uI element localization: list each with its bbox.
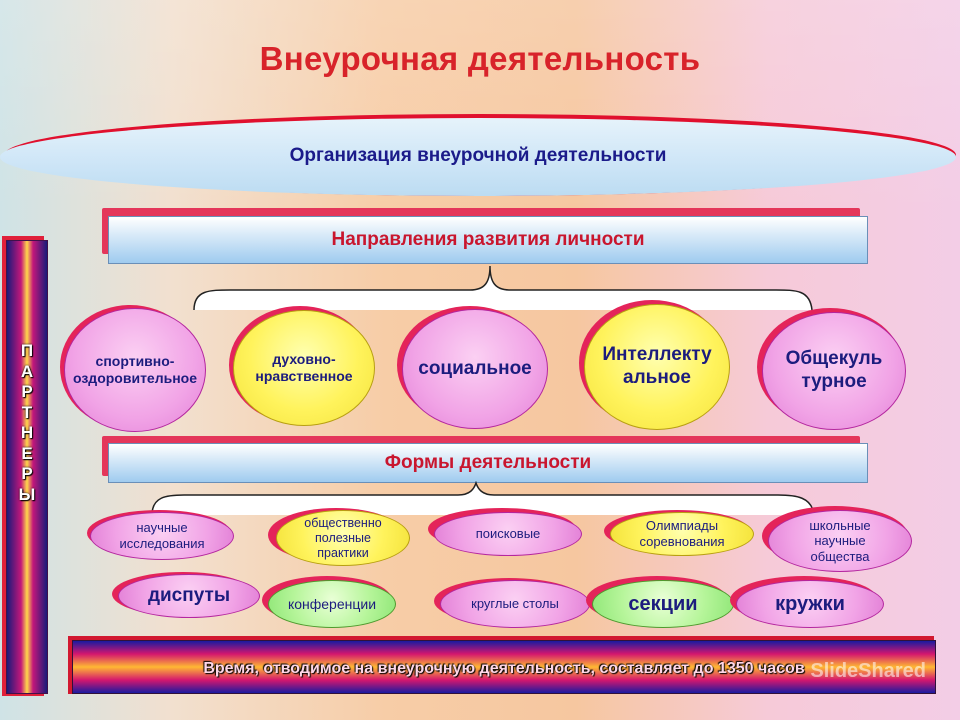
organization-ellipse: Организация внеурочной деятельности [0,118,956,196]
form-olympiads: Олимпиады соревнования [610,512,754,556]
partners-label: П А Р Т Н Е Р Ы [7,341,47,505]
watermark: SlideShared [810,660,926,682]
direction-label: спортивно-оздоровительное [72,353,198,386]
form-research: научные исследования [90,512,234,560]
time-note: Время, отводимое на внеурочную деятельно… [203,659,805,677]
slide-title: Внеурочная деятельность [259,40,701,77]
form-school-societies: школьные научные общества [768,510,912,572]
directions-header-label: Направления развития личности [331,229,645,250]
form-label: диспуты [147,584,231,606]
forms-header-label: Формы деятельности [384,452,592,473]
direction-label: Интеллекту альное [602,344,712,388]
direction-sport-health: спортивно-оздоровительное [64,308,206,432]
partners-letter: Т [21,402,33,422]
form-clubs: кружки [736,580,884,628]
organization-label: Организация внеурочной деятельности [289,145,667,166]
direction-social: социальное [402,309,548,429]
forms-brace [151,481,815,516]
partners-letter: Ы [18,484,36,504]
partners-bar: П А Р Т Н Е Р Ы [6,240,48,694]
form-round-tables: круглые столы [440,580,590,628]
form-debates: диспуты [118,574,260,618]
partners-letter: Р [21,382,33,401]
form-search: поисковые [434,512,582,556]
directions-brace [193,265,813,311]
form-label: конференции [287,595,377,612]
direction-spiritual-moral: духовно-нравственное [233,310,375,426]
direction-label: духовно-нравственное [255,351,353,384]
form-label: школьные научные общества [809,517,871,564]
direction-intellectual: Интеллекту альное [584,304,730,430]
forms-header: Формы деятельности [108,443,868,483]
form-label: научные исследования [119,520,205,551]
form-conferences: конференции [268,580,396,628]
form-label: Олимпиады соревнования [639,518,725,549]
partners-letter: Н [20,423,34,442]
form-label: круглые столы [471,596,559,612]
directions-header: Направления развития личности [108,216,868,264]
form-sections: секции [592,580,734,628]
direction-cultural: Общекуль турное [762,312,906,430]
form-label: кружки [775,593,845,615]
partners-letter: А [20,361,34,381]
time-bar: Время, отводимое на внеурочную деятельно… [72,640,936,694]
direction-label: Общекуль турное [785,348,883,392]
direction-label: социальное [418,357,532,379]
partners-letter: П [20,341,34,360]
form-label: поисковые [475,526,541,542]
form-label: секции [628,593,698,615]
form-label: общественно полезные практики [304,515,382,560]
partners-letter: Р [21,464,33,483]
form-social-practice: общественно полезные практики [276,510,410,566]
partners-letter: Е [21,443,33,463]
